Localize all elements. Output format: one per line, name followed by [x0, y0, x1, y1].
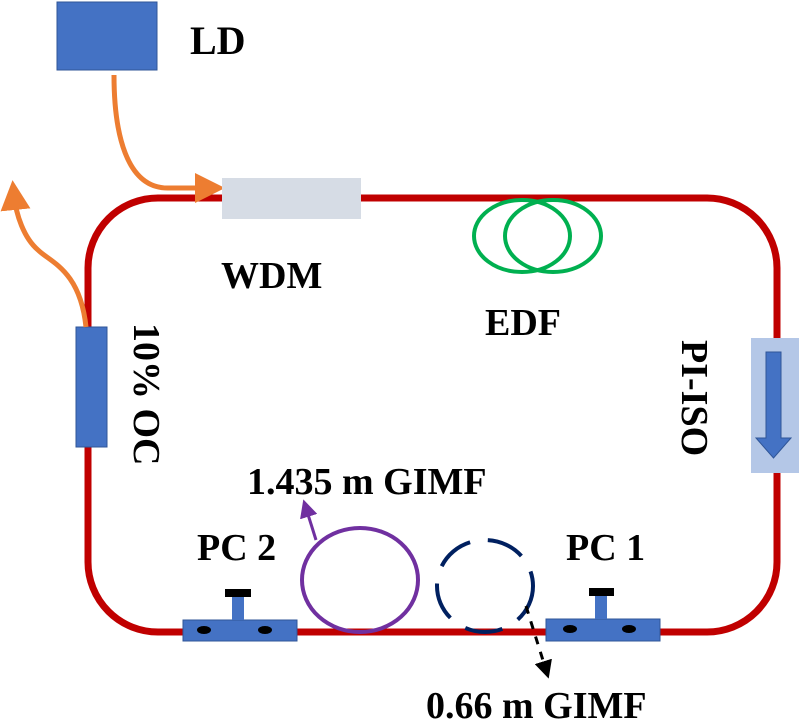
- gimf-short-label: 0.66 m GIMF: [426, 685, 647, 724]
- pc2-label: PC 2: [197, 527, 276, 569]
- wdm-block: [222, 178, 361, 219]
- gimf-long-label: 1.435 m GIMF: [247, 461, 487, 503]
- gimf-long-pointer: [300, 499, 318, 541]
- edf-coil: [472, 198, 603, 274]
- pc1-label: PC 1: [566, 527, 645, 569]
- output-fiber: [0, 180, 89, 328]
- ring-cavity-fiber: [84, 194, 781, 636]
- ld-label: LD: [190, 18, 246, 63]
- isolator-label: PI-ISO: [673, 340, 715, 456]
- isolator-arrow-icon: [754, 351, 793, 459]
- laser-diode-block: [56, 1, 158, 71]
- gimf-long-coil: [300, 526, 420, 634]
- polarization-controller-2: [182, 589, 298, 642]
- coupler-label: 10% OC: [125, 323, 167, 466]
- gimf-short-coil: [435, 538, 535, 634]
- gimf-short-pointer: [524, 605, 552, 679]
- wdm-label: WDM: [221, 255, 322, 297]
- pump-fiber: [111, 74, 225, 203]
- edf-label: EDF: [485, 302, 561, 344]
- output-coupler-block: [75, 326, 108, 448]
- polarization-controller-1: [545, 588, 661, 642]
- isolator: [751, 338, 799, 473]
